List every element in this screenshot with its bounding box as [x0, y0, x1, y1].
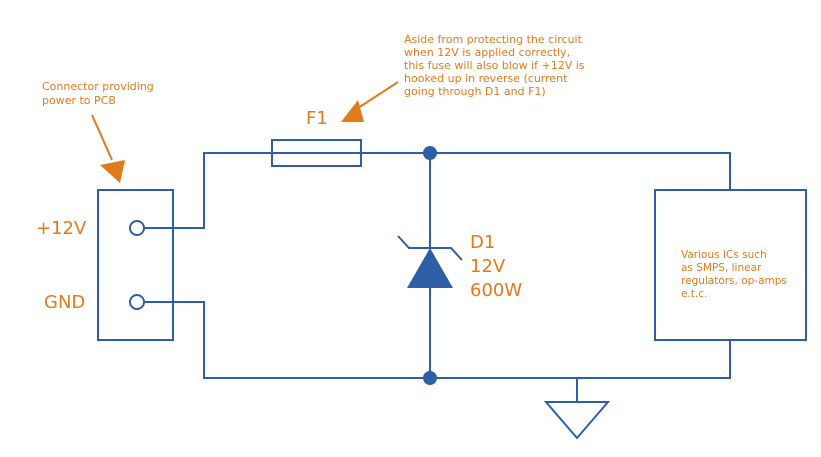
fuse-note-line: going through D1 and F1) [404, 85, 546, 98]
fuse-note-line: hooked up in reverse (current [404, 72, 568, 85]
load-note-line: as SMPS, linear [681, 262, 762, 274]
fuse-note-line: this fuse will also blow if +12V is [404, 59, 585, 72]
connector-pin2-label: GND [44, 292, 85, 313]
load-box [654, 189, 807, 341]
connector-pin1-label: +12V [36, 218, 87, 239]
junction-bottom [423, 371, 437, 385]
wire-gnd-rail [144, 301, 731, 379]
fuse-label: F1 [306, 108, 328, 129]
connector-body [97, 189, 174, 341]
connector-note-line: power to PCB [42, 94, 116, 107]
diode-label-line: 12V [470, 256, 506, 277]
junction-top [423, 146, 437, 160]
wire-12v-to-fuse [144, 152, 272, 229]
connector-callout-arrow [91, 114, 125, 183]
fuse-callout-arrow [341, 81, 399, 122]
connector-note-line: Connector providing [42, 80, 154, 93]
load-note-line: Various ICs such [681, 249, 767, 261]
load-note-line: e.t.c. [681, 288, 707, 300]
wire-top-rail [361, 152, 731, 190]
connector-pin-12v [129, 220, 145, 236]
load-note-line: regulators, op-amps [681, 275, 787, 287]
fuse-note-line: Aside from protecting the circuit [404, 33, 583, 46]
diode-labels: D1 12V 600W [470, 232, 522, 301]
fuse-note: Aside from protecting the circuit when 1… [404, 33, 585, 98]
connector-note: Connector providing power to PCB [42, 80, 154, 107]
connector-pin-gnd [129, 294, 145, 310]
diode-label-line: D1 [470, 232, 495, 253]
zener-diode-icon [397, 235, 463, 288]
fuse-note-line: when 12V is applied correctly, [404, 46, 570, 59]
diode-label-line: 600W [470, 280, 522, 301]
load-note: Various ICs such as SMPS, linear regulat… [681, 249, 787, 300]
ground-icon [543, 401, 611, 440]
